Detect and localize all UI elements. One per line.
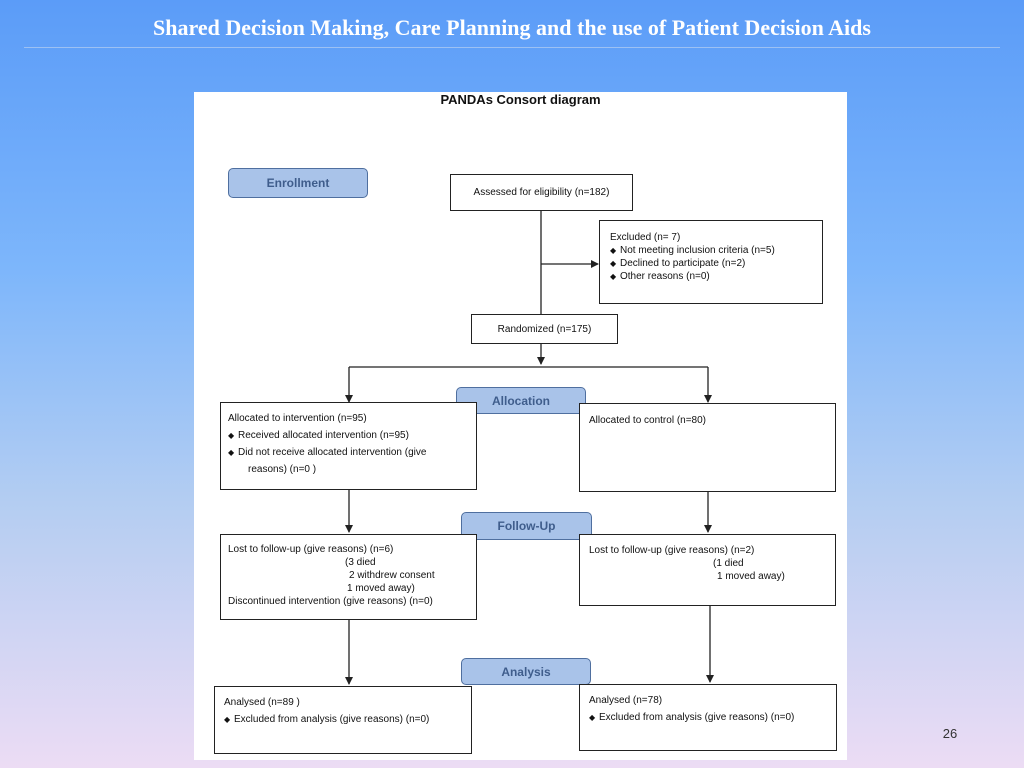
slide-title: Shared Decision Making, Care Planning an… (153, 15, 871, 40)
assessed-box: Assessed for eligibility (n=182) (450, 174, 633, 211)
bullet-icon: ◆ (589, 713, 596, 722)
title-divider (24, 47, 1000, 48)
excluded-item: ◆Not meeting inclusion criteria (n=5) (610, 245, 775, 256)
bullet-icon: ◆ (228, 448, 235, 457)
control-lost: Lost to follow-up (give reasons) (n=2) (589, 545, 755, 556)
intervention-not-received: ◆Did not receive allocated intervention … (228, 447, 427, 458)
bullet-icon: ◆ (610, 246, 617, 255)
control-analysed: Analysed (n=78) (589, 695, 663, 706)
bullet-icon: ◆ (610, 272, 617, 281)
stage-follow-up: Follow-Up (461, 512, 592, 540)
intervention-lost-detail: (3 died (345, 557, 376, 568)
intervention-followup-box: Lost to follow-up (give reasons) (n=6) (… (220, 534, 477, 620)
intervention-discontinued: Discontinued intervention (give reasons)… (228, 596, 433, 607)
consort-diagram-panel: PANDAs Consort diagram Enrollmen (194, 92, 847, 760)
excluded-box: Excluded (n= 7) ◆Not meeting inclusion c… (599, 220, 823, 304)
control-followup-box: Lost to follow-up (give reasons) (n=2) (… (579, 534, 836, 606)
intervention-lost-detail: 2 withdrew consent (349, 570, 435, 581)
control-excluded-analysis: ◆Excluded from analysis (give reasons) (… (589, 712, 795, 723)
intervention-excluded-analysis: ◆Excluded from analysis (give reasons) (… (224, 714, 430, 725)
excluded-item: ◆Declined to participate (n=2) (610, 258, 746, 269)
intervention-allocated: Allocated to intervention (n=95) (228, 413, 367, 424)
control-allocated: Allocated to control (n=80) (589, 415, 707, 426)
bullet-icon: ◆ (610, 259, 617, 268)
page-number: 26 (942, 726, 958, 741)
excluded-heading: Excluded (n= 7) (610, 232, 681, 243)
intervention-received: ◆Received allocated intervention (n=95) (228, 430, 409, 441)
diagram-title: PANDAs Consort diagram (440, 92, 601, 107)
diagram-connectors (345, 211, 714, 685)
stage-allocation: Allocation (456, 387, 586, 414)
control-allocation-box: Allocated to control (n=80) (579, 403, 836, 492)
control-lost-detail: 1 moved away) (717, 571, 785, 582)
control-analysis-box: Analysed (n=78) ◆Excluded from analysis … (579, 684, 837, 751)
intervention-lost: Lost to follow-up (give reasons) (n=6) (228, 544, 394, 555)
control-lost-detail: (1 died (713, 558, 744, 569)
intervention-not-received-continued: reasons) (n=0 ) (248, 464, 317, 475)
stage-analysis: Analysis (461, 658, 591, 685)
stage-enrollment: Enrollment (228, 168, 368, 198)
intervention-analysed: Analysed (n=89 ) (224, 697, 300, 708)
intervention-allocation-box: Allocated to intervention (n=95) ◆Receiv… (220, 402, 477, 490)
randomized-box: Randomized (n=175) (471, 314, 618, 344)
excluded-item: ◆Other reasons (n=0) (610, 271, 710, 282)
bullet-icon: ◆ (224, 715, 231, 724)
bullet-icon: ◆ (228, 431, 235, 440)
intervention-lost-detail: 1 moved away) (347, 583, 415, 594)
intervention-analysis-box: Analysed (n=89 ) ◆Excluded from analysis… (214, 686, 472, 754)
